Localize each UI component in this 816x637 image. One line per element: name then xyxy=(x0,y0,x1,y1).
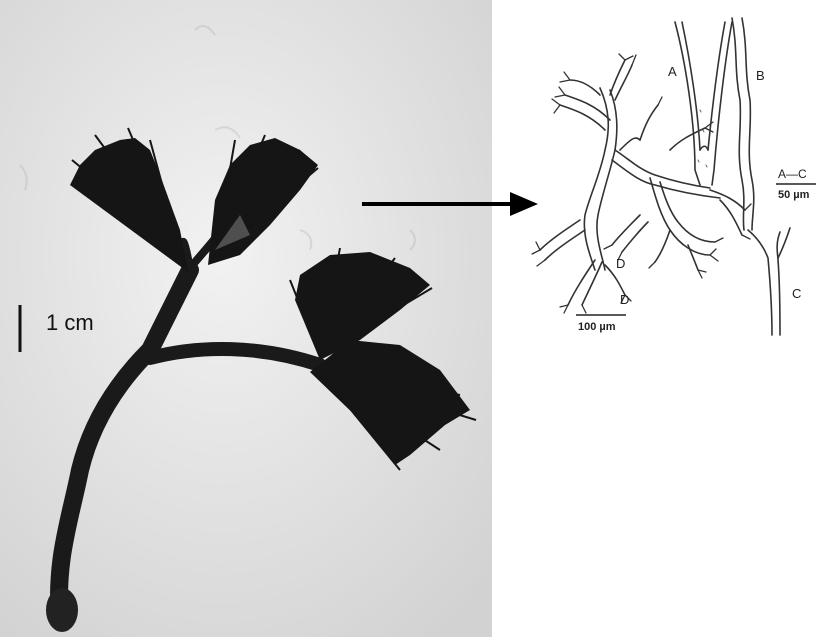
frond-middle-right xyxy=(289,247,433,360)
specimen-photo: 1 cm xyxy=(0,0,492,637)
label-c: C xyxy=(792,286,801,301)
scale-ac-value: 50 µm xyxy=(778,189,810,201)
frond-lower-right xyxy=(310,340,477,471)
filament-d-network xyxy=(539,59,746,306)
frond-top-right xyxy=(208,134,319,265)
filament-a xyxy=(674,21,733,186)
alga-stem xyxy=(50,221,327,629)
scale-bar-a-c: A—C 50 µm xyxy=(776,167,816,201)
filament-d-twigs xyxy=(531,53,752,314)
frond-top-left xyxy=(70,127,188,272)
photo-scale-label: 1 cm xyxy=(46,310,94,335)
label-a: A xyxy=(668,64,677,79)
scale-ac-label: A—C xyxy=(778,167,807,181)
filament-drawing: A B C D D A—C 50 µm 100 µm xyxy=(520,0,816,360)
label-b: B xyxy=(756,68,765,83)
label-d-1: D xyxy=(616,256,625,271)
filament-c xyxy=(747,227,791,336)
label-d-2: D xyxy=(620,292,629,307)
filament-b xyxy=(731,17,755,231)
pointer-arrow xyxy=(360,186,540,226)
scale-d-value: 100 µm xyxy=(578,321,616,333)
photo-background xyxy=(0,0,492,637)
scale-bar-d: 100 µm xyxy=(576,314,626,333)
alga-holdfast xyxy=(46,588,78,632)
